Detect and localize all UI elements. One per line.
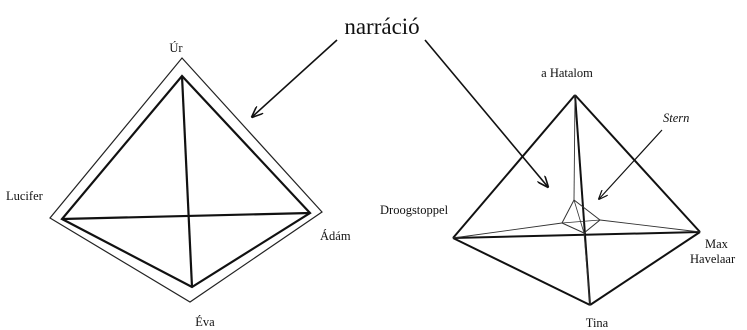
- left-pyramid-outer-frame: [49, 57, 323, 303]
- left-label-right: Ádám: [320, 229, 351, 243]
- left-pyramid-vertical-edge: [180, 75, 194, 288]
- stern-arrow: [599, 129, 663, 199]
- right-pyramid: a Hatalom Stern Droogstoppel Max Havelaa…: [380, 66, 736, 330]
- left-label-top: Úr: [169, 41, 183, 55]
- right-pyramid-edge-top-right: [574, 94, 701, 233]
- right-label-top: a Hatalom: [541, 66, 593, 80]
- right-pyramid-horizontal-edge: [452, 231, 701, 239]
- inner-pyramid-cross-a: [561, 219, 601, 224]
- inner-pyramid-spoke-left: [452, 222, 563, 239]
- right-pyramid-edge-top-left: [452, 94, 576, 239]
- left-pyramid: Úr Lucifer Ádám Éva: [6, 41, 351, 329]
- right-label-inner: Stern: [663, 111, 689, 125]
- inner-pyramid-cross-b: [573, 199, 585, 234]
- left-pyramid-horizontal-edge: [61, 211, 311, 221]
- right-label-right-line1: Max: [705, 237, 729, 251]
- right-pyramid-edge-bottom-left: [452, 237, 591, 306]
- inner-pyramid-spoke-bottom: [583, 232, 591, 306]
- inner-pyramid-apex-line: [573, 94, 576, 201]
- diagram-title: narráció: [344, 14, 419, 39]
- left-label-left: Lucifer: [6, 189, 44, 203]
- inner-pyramid-spoke-right: [599, 219, 701, 233]
- left-label-bottom: Éva: [195, 315, 215, 329]
- inner-pyramid-base: [561, 199, 601, 234]
- title-arrow-right: [424, 39, 548, 187]
- right-label-left: Droogstoppel: [380, 203, 449, 217]
- right-label-right-line2: Havelaar: [690, 252, 736, 266]
- title-arrow-left: [252, 39, 338, 117]
- right-pyramid-edge-bottom-right: [589, 231, 701, 306]
- right-label-bottom: Tina: [586, 316, 609, 330]
